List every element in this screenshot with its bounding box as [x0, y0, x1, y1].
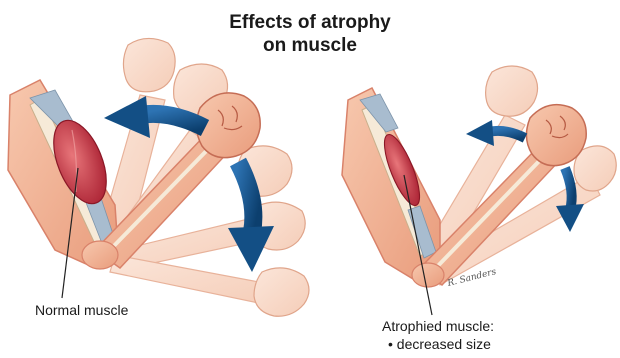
atrophied-muscle-point: • decreased size	[388, 336, 491, 353]
atrophied-elbow	[412, 263, 444, 287]
normal-elbow	[82, 241, 118, 269]
atrophied-fist	[526, 105, 586, 166]
normal-muscle-label: Normal muscle	[35, 302, 128, 319]
atrophied-muscle-label: Atrophied muscle:	[382, 318, 494, 335]
normal-arm-group	[8, 38, 309, 316]
